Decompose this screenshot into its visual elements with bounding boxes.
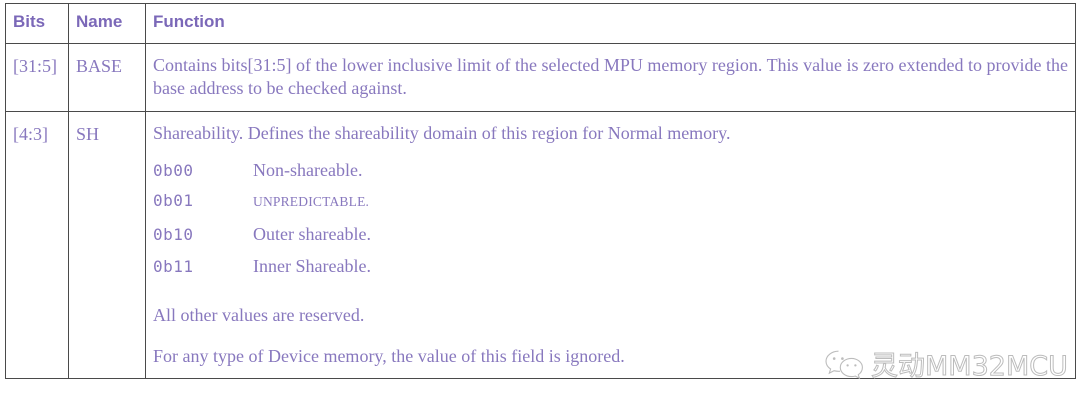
cell-name: SH: [68, 110, 146, 379]
table-row: [31:5] BASE Contains bits[31:5] of the l…: [5, 43, 1076, 112]
cell-bits: [31:5]: [5, 43, 69, 112]
encoding-description: Inner Shareable.: [253, 256, 371, 277]
bits-value: [4:3]: [13, 123, 48, 144]
register-field-table: Bits Name Function [31:5] BASE Contains …: [5, 3, 1076, 379]
table-header: Bits Name Function: [5, 3, 1076, 44]
cell-name: BASE: [68, 43, 146, 112]
encoding-row: 0b01 UNPREDICTABLE.: [153, 191, 1075, 223]
encoding-row: 0b10 Outer shareable.: [153, 223, 1075, 255]
encoding-row: 0b11 Inner Shareable.: [153, 255, 1075, 287]
field-name: BASE: [76, 56, 123, 76]
device-memory-note: For any type of Device memory, the value…: [153, 345, 625, 366]
column-header-bits-label: Bits: [13, 12, 46, 31]
field-name: SH: [76, 123, 100, 144]
encoding-row: 0b00 Non-shareable.: [153, 159, 1075, 191]
column-header-name-label: Name: [76, 12, 123, 31]
encoding-code: 0b10: [153, 225, 194, 245]
encoding-code: 0b01: [153, 191, 194, 211]
description-paragraph: Shareability. Defines the shareability d…: [153, 122, 731, 143]
encoding-code: 0b00: [153, 161, 194, 181]
table-header-row: Bits Name Function: [5, 3, 1076, 44]
function-description: Contains bits[31:5] of the lower inclusi…: [146, 44, 1075, 111]
encoding-description: Non-shareable.: [253, 160, 363, 181]
cell-bits: [4:3]: [5, 110, 69, 379]
encoding-code: 0b11: [153, 257, 194, 277]
function-description: Shareability. Defines the shareability d…: [146, 112, 1075, 378]
cell-function: Contains bits[31:5] of the lower inclusi…: [145, 43, 1076, 112]
cell-function: Shareability. Defines the shareability d…: [145, 110, 1076, 379]
table-row: [4:3] SH Shareability. Defines the share…: [5, 110, 1076, 379]
column-header-name: Name: [68, 3, 146, 44]
column-header-function-label: Function: [153, 12, 225, 31]
column-header-function: Function: [145, 3, 1076, 44]
encoding-description: Outer shareable.: [253, 224, 371, 245]
column-header-bits: Bits: [5, 3, 69, 44]
table-body: [31:5] BASE Contains bits[31:5] of the l…: [5, 43, 1076, 379]
encoding-value-list: 0b00 Non-shareable. 0b01 UNPREDICTABLE. …: [153, 159, 1075, 287]
reserved-note: All other values are reserved.: [153, 305, 365, 326]
bits-value: [31:5]: [13, 56, 57, 76]
encoding-description: UNPREDICTABLE.: [253, 194, 370, 210]
description-paragraph: Contains bits[31:5] of the lower inclusi…: [153, 55, 1068, 99]
